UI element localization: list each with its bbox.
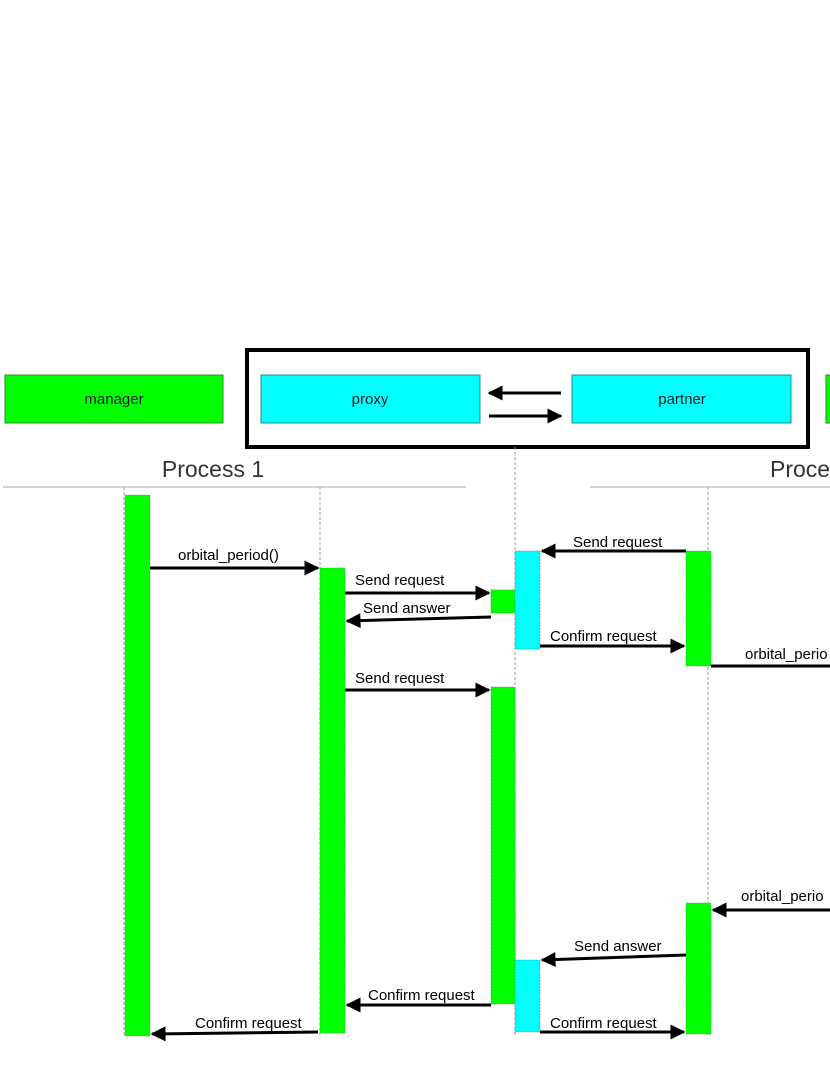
activation-proxy-side-small xyxy=(490,589,516,614)
participant-manager: manager xyxy=(4,374,224,424)
message-label: orbital_period() xyxy=(178,547,279,564)
participant-proxy: proxy xyxy=(260,374,481,424)
participant-manager-label: manager xyxy=(84,391,143,408)
process-1-label: Process 1 xyxy=(162,456,264,482)
message-orbital-period-in: orbital_perio xyxy=(711,888,830,918)
message-send-answer-1: Send answer xyxy=(345,600,492,629)
message-label: Send request xyxy=(355,572,445,589)
message-orbital-period-out: orbital_perio xyxy=(711,646,830,668)
message-send-request-1: Send request xyxy=(345,572,491,601)
message-label: orbital_perio xyxy=(741,888,824,905)
activation-link-cyan-top xyxy=(514,550,541,650)
message-send-request-partner: Send request xyxy=(540,534,686,559)
connection-group-box xyxy=(245,348,810,449)
message-label: Confirm request xyxy=(550,1015,658,1032)
participant-partner: partner xyxy=(571,374,792,424)
message-label: Confirm request xyxy=(195,1015,303,1032)
message-confirm-request-partner-1: Confirm request xyxy=(540,628,686,654)
message-confirm-request-partner-2: Confirm request xyxy=(540,1015,686,1040)
message-send-request-2: Send request xyxy=(345,670,491,698)
message-send-answer-partner: Send answer xyxy=(540,938,687,968)
message-confirm-request-proxy: Confirm request xyxy=(345,987,491,1013)
message-label: Send answer xyxy=(574,938,662,955)
message-label: Confirm request xyxy=(550,628,658,645)
message-orbital-period-call: orbital_period() xyxy=(150,547,320,576)
message-label: Send answer xyxy=(363,600,451,617)
participant-partner-label: partner xyxy=(658,391,706,408)
message-label: orbital_perio xyxy=(745,646,828,663)
activation-partner-bottom xyxy=(685,902,712,1035)
activation-proxy-side-long xyxy=(490,686,516,1005)
activation-proxy xyxy=(319,567,346,1034)
participant-offscreen-edge xyxy=(825,374,830,424)
message-label: Send request xyxy=(355,670,445,687)
activation-partner-top xyxy=(685,550,712,667)
activation-link-cyan-bottom xyxy=(514,959,541,1033)
message-label: Send request xyxy=(573,534,663,551)
process-2-label: Proce xyxy=(770,456,830,482)
activation-manager xyxy=(124,494,151,1037)
message-label: Confirm request xyxy=(368,987,476,1004)
message-confirm-request-manager: Confirm request xyxy=(150,1015,319,1042)
participant-proxy-label: proxy xyxy=(352,391,389,408)
